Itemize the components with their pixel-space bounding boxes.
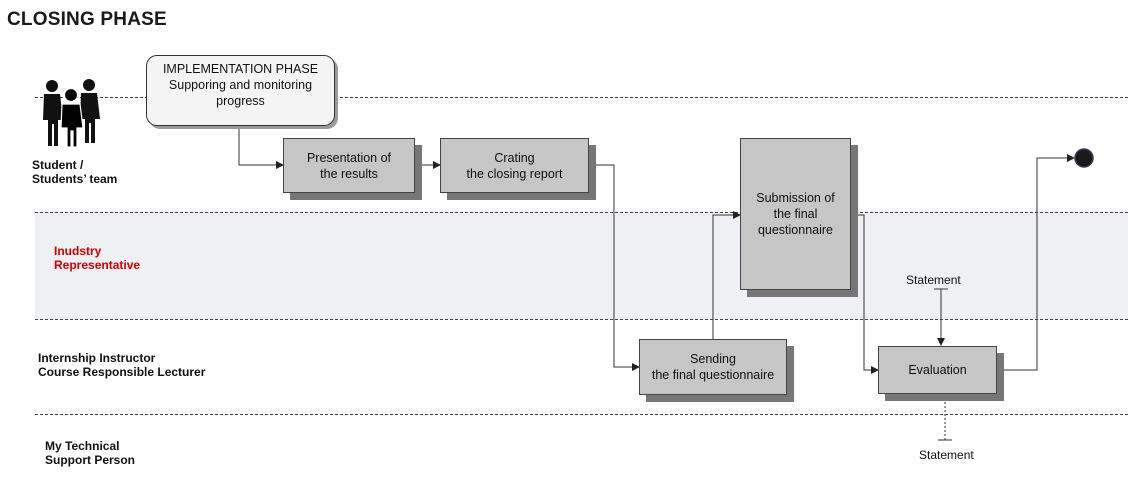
activity-submission: Submission of the final questionnaire <box>740 138 851 290</box>
lane-divider <box>35 414 1128 415</box>
lane-label-industry: Inudstry Representative <box>54 244 141 272</box>
lane-label-student: Student / Students’ team <box>32 158 118 186</box>
end-event-icon <box>1074 148 1094 168</box>
people-group-icon <box>43 79 100 148</box>
activity-evaluation: Evaluation <box>878 346 997 394</box>
lane-label-support: My Technical Support Person <box>45 439 136 467</box>
activity-sending: Sending the final questionnaire <box>639 339 787 395</box>
statement-bottom-label: Statement <box>919 448 974 462</box>
page-title: CLOSING PHASE <box>7 9 167 30</box>
activity-presentation: Presentation of the results <box>283 138 415 193</box>
lane-divider <box>35 319 1128 320</box>
statement-top-label: Statement <box>906 273 961 287</box>
industry-lane-band <box>35 212 1128 320</box>
activity-closing-report: Crating the closing report <box>440 138 589 193</box>
lane-divider <box>35 97 1128 98</box>
lane-label-instructor: Internship Instructor Course Responsible… <box>38 351 206 379</box>
lane-divider <box>35 212 1128 213</box>
implementation-phase-box: IMPLEMENTATION PHASE Supporing and monit… <box>146 55 335 126</box>
